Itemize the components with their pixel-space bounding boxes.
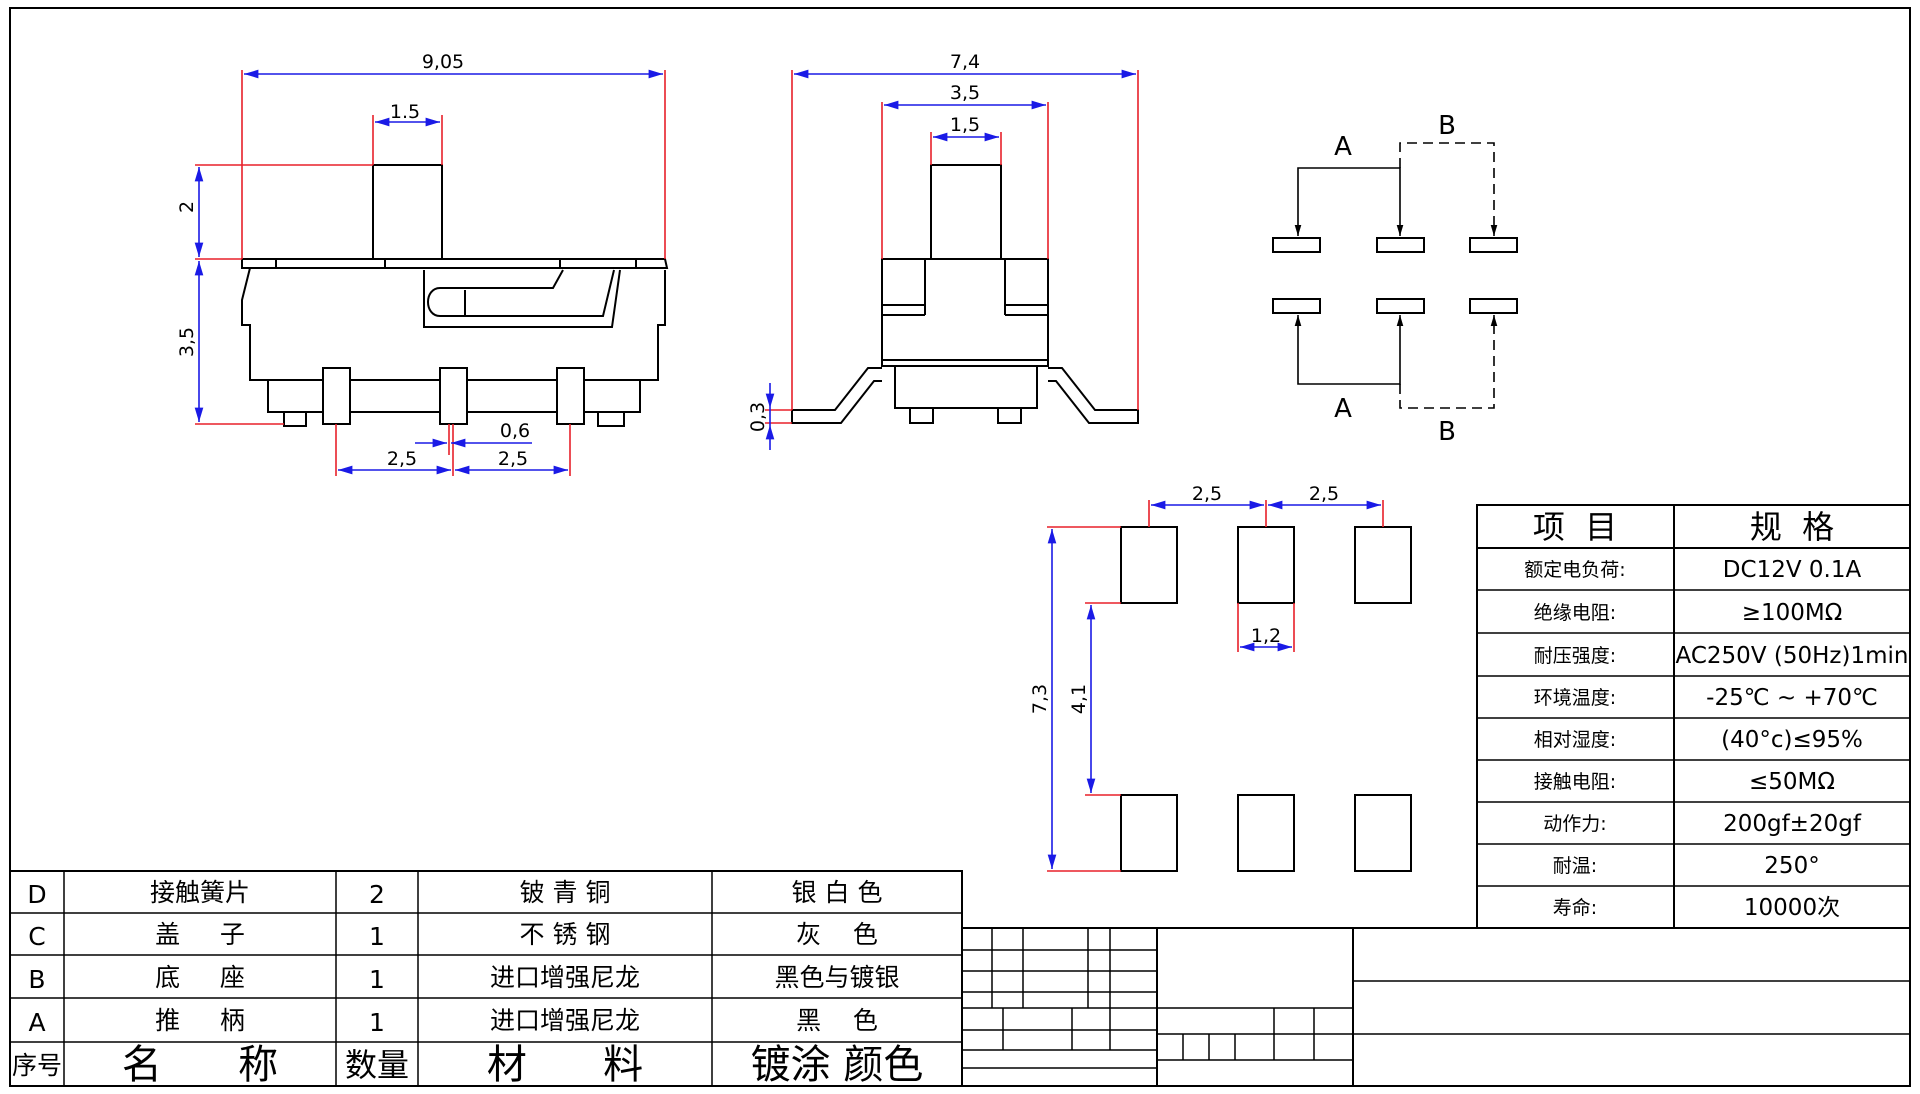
bom-finish: 黑色与镀银 — [774, 963, 899, 992]
spec-value: AC250V (50Hz)1min — [1676, 643, 1909, 669]
spec-label: 动作力: — [1543, 813, 1606, 835]
dim-side-pitch-right: 2,5 — [498, 448, 528, 470]
bom-name: 底 座 — [155, 963, 245, 992]
bom-header-finish: 镀涂 颜色 — [751, 1042, 924, 1088]
bom-no: A — [28, 1008, 45, 1037]
bom-header-material: 材 料 — [487, 1042, 643, 1088]
bom-no: C — [28, 922, 45, 951]
bom-no: B — [28, 965, 45, 994]
spec-header-spec: 规 格 — [1750, 508, 1834, 546]
spec-value: 200gf±20gf — [1723, 811, 1862, 837]
schematic-top-a: A — [1334, 132, 1352, 162]
spec-value: 250° — [1764, 853, 1819, 879]
front-actuator — [930, 164, 1002, 260]
side-pin-left — [322, 367, 351, 425]
dim-pad-pitch-left: 2,5 — [1192, 483, 1222, 505]
side-actuator — [372, 164, 443, 260]
spec-value: -25℃ ~ +70℃ — [1706, 685, 1878, 711]
spec-label: 额定电负荷: — [1524, 559, 1625, 581]
dim-front-actuator-width: 1,5 — [950, 114, 980, 136]
dim-pad-gap: 4,1 — [1068, 684, 1090, 714]
dim-side-actuator-height: 2 — [176, 201, 198, 213]
dim-side-pin-width: 0,6 — [500, 420, 530, 442]
spec-table: 项 目 规 格 额定电负荷: DC12V 0.1A 绝缘电阻: ≥100MΩ 耐… — [1476, 504, 1911, 929]
bom-name: 接触簧片 — [150, 878, 250, 907]
bom-header-name: 名 称 — [122, 1042, 278, 1088]
dim-front-width: 7,4 — [950, 51, 980, 73]
dim-front-lead-thickness: 0,3 — [747, 402, 769, 432]
dim-pad-width: 1,2 — [1251, 625, 1281, 647]
dim-pad-pitch-right: 2,5 — [1309, 483, 1339, 505]
side-pin-right — [556, 367, 585, 425]
front-view: 7,4 3,5 1,5 0,3 — [747, 51, 1139, 450]
spec-label: 寿命: — [1553, 897, 1597, 919]
spec-label: 相对湿度: — [1534, 729, 1616, 751]
bom-material: 不 锈 钢 — [520, 920, 611, 949]
bom-name: 推 柄 — [155, 1006, 245, 1035]
spec-value: ≥100MΩ — [1742, 600, 1843, 626]
spec-value: (40°c)≤95% — [1721, 727, 1863, 753]
dim-front-body-width: 3,5 — [950, 82, 980, 104]
title-block — [961, 927, 1910, 1086]
side-pin-mid — [439, 367, 468, 425]
spec-value: ≤50MΩ — [1749, 769, 1835, 795]
bom-material: 铍 青 铜 — [520, 878, 611, 907]
spec-label: 耐压强度: — [1534, 645, 1616, 667]
dim-side-width: 9,05 — [422, 51, 464, 73]
spec-label: 环境温度: — [1534, 687, 1616, 709]
bom-qty: 1 — [369, 1008, 385, 1037]
spec-value: 10000次 — [1744, 895, 1840, 921]
dim-pad-span: 7,3 — [1029, 684, 1051, 714]
bom-finish: 银 白 色 — [792, 878, 883, 907]
bom-qty: 1 — [369, 922, 385, 951]
spec-label: 绝缘电阻: — [1534, 602, 1616, 624]
bom-name: 盖 子 — [155, 920, 245, 949]
bom-no: D — [27, 880, 46, 909]
schematic-bottom-b: B — [1438, 417, 1456, 447]
bom-material: 进口增强尼龙 — [490, 963, 640, 992]
spec-label: 接触电阻: — [1534, 771, 1616, 793]
bom-qty: 1 — [369, 965, 385, 994]
spec-header-item: 项 目 — [1533, 508, 1617, 546]
bom-header-no: 序号 — [12, 1051, 62, 1080]
dim-side-pitch-left: 2,5 — [387, 448, 417, 470]
side-view: 9,05 1.5 2 3,5 0,6 2,5 2,5 — [176, 51, 669, 476]
bom-table: D 接触簧片 2 铍 青 铜 银 白 色 C 盖 子 1 不 锈 钢 灰 色 B… — [9, 870, 963, 1088]
dim-side-body-height: 3,5 — [176, 327, 198, 357]
pad-layout: 2,5 2,5 1,2 7,3 4,1 — [1029, 483, 1412, 872]
bom-finish: 灰 色 — [796, 920, 878, 949]
switch-schematic: A B A B — [1272, 111, 1518, 447]
bom-qty: 2 — [369, 880, 385, 909]
schematic-top-b: B — [1438, 111, 1456, 141]
schematic-bottom-a: A — [1334, 394, 1352, 424]
bom-header-qty: 数量 — [345, 1046, 409, 1084]
bom-material: 进口增强尼龙 — [490, 1006, 640, 1035]
dim-side-actuator-width: 1.5 — [390, 101, 420, 123]
bom-finish: 黑 色 — [796, 1006, 878, 1035]
spec-value: DC12V 0.1A — [1723, 557, 1862, 583]
spec-label: 耐温: — [1553, 855, 1597, 877]
